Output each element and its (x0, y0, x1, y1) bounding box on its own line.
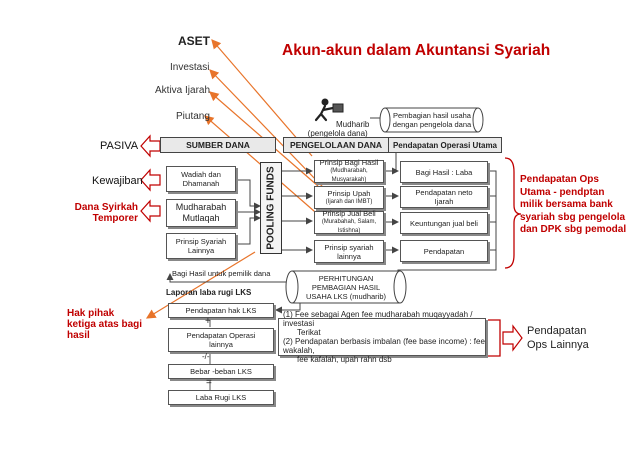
header-pengelolaan-dana: PENGELOLAAN DANA (283, 137, 389, 153)
pooling-funds: POOLING FUNDS (260, 162, 282, 254)
source-prinsip-line1: Prinsip Syariah (175, 237, 227, 246)
pengelolaan-syariah-lainnya: Prinsip syariah lainnya (314, 240, 384, 263)
hollow-arrow-icon (140, 134, 161, 158)
source-prinsip-syariah: Prinsip Syariah Lainnya (166, 233, 236, 259)
ops-lainnya-list: (1) Fee sebagai Agen fee mudharabah muqa… (278, 310, 486, 364)
laporan-ops-line2: lainnya (209, 340, 233, 349)
note-pendapatan-ops-utama: Pendapatan Ops Utama - pendptan milik be… (520, 174, 627, 235)
source-wadiah-line1: Wadiah dan (181, 170, 221, 179)
pendapatan-bagi-hasil-laba: Bagi Hasil : Laba (400, 161, 488, 183)
source-mudharabah-line1: Mudharabah (175, 202, 227, 212)
pendapatan-neto-ijarah: Pendapatan neto Ijarah (400, 186, 488, 208)
arrow-hak-pihak-ketiga (145, 251, 256, 319)
mudharib-line1: Mudharib (336, 120, 370, 129)
pengelolaan-upah: Prinsip Upah (Ijarah dan IMBT) (314, 186, 384, 209)
pembagian-hasil-cylinder (379, 107, 484, 133)
upah-line2: (Ijarah dan IMBT) (325, 198, 373, 205)
mudharib-label: Mudharib (pengelola dana) (306, 120, 370, 138)
neto-ijarah-line2: Ijarah (434, 197, 454, 206)
bracket-ops (488, 319, 501, 357)
laporan-minus: -/- (202, 352, 210, 361)
perhitungan-line1: PERHITUNGAN (318, 274, 374, 283)
source-mudharabah: Mudharabah Mutlaqah (166, 199, 236, 227)
ops-lainnya-line2: Ops Lainnya (527, 339, 589, 351)
laporan-plus: + (205, 316, 211, 327)
neto-ijarah-line1: Pendapatan neto (415, 188, 473, 197)
pendapatan-keuntungan: Keuntungan jual beli (400, 212, 488, 234)
syariah-lainnya-line2: lainnya (337, 251, 361, 261)
ops-item2-line1: (2) Pendapatan berbasis imbalan (fee bas… (283, 337, 485, 355)
label-aktiva-ijarah: Aktiva Ijarah (155, 85, 211, 96)
pendapatan-ops-lainnya: Pendapatan Ops Lainnya (527, 324, 589, 352)
pembagian-line1: Pembagian hasil usaha (393, 111, 471, 120)
pendapatan-pendapatan: Pendapatan (400, 240, 488, 262)
source-wadiah: Wadiah dan Dhamanah (166, 166, 236, 192)
page-title: Akun-akun dalam Akuntansi Syariah (282, 42, 551, 59)
pengelolaan-jual-beli: Prinsip Jual Beli (Murabahah, Salam, Ist… (314, 209, 384, 234)
jual-beli-line2: (Murabahah, Salam, Istishna) (321, 219, 377, 234)
syariah-lainnya-line1: Prinsip syariah (324, 242, 374, 252)
perhitungan-line3: USAHA LKS (mudharib) (305, 292, 387, 301)
arrow-aset (211, 39, 313, 157)
pembagian-line2: dengan pengelola dana (392, 120, 472, 129)
pembagian-hasil-text: Pembagian hasil usaha dengan pengelola d… (386, 111, 478, 129)
bagi-hasil-line1: Prinsip Bagi Hasil (319, 158, 379, 167)
hollow-arrow-icon (140, 168, 161, 192)
pooling-funds-label: POOLING FUNDS (265, 166, 277, 250)
label-dana-syirkah: Dana Syirkah Temporer (74, 202, 138, 224)
ops-item1-line1: (1) Fee sebagai Agen fee mudharabah muqa… (283, 310, 473, 328)
laporan-ops-lainnya: Pendapatan Operasi lainnya (168, 328, 274, 352)
bagi-hasil-line2: (Mudharabah, Musyarakah) (330, 168, 368, 183)
jual-beli-line1: Prinsip Jual Beli (322, 209, 376, 218)
label-aset: ASET (178, 34, 211, 48)
person-with-box-icon (314, 98, 344, 122)
ops-item2-line2: fee kafalah, upah rahn dsb (297, 355, 392, 364)
label-piutang: Piutang (176, 111, 210, 122)
header-pendapatan-operasi-utama: Pendapatan Operasi Utama (388, 137, 502, 153)
hollow-arrow-icon (140, 199, 161, 223)
laporan-hak-lks: Pendapatan hak LKS (168, 303, 274, 318)
label-hak-pihak-ketiga: Hak pihak ketiga atas bagi hasil (67, 308, 143, 341)
ops-lainnya-line1: Pendapatan (527, 325, 587, 337)
laporan-beban: Bebar -beban LKS (168, 364, 274, 379)
source-prinsip-line2: Lainnya (187, 246, 215, 255)
label-investasi: Investasi (170, 62, 210, 73)
perhitungan-cylinder (285, 270, 407, 304)
laporan-ops-line1: Pendapatan Operasi (186, 331, 256, 340)
laporan-title: Laporan laba rugi LKS (166, 288, 252, 297)
ops-item1-line2: Terikat (297, 328, 321, 337)
label-pasiva: PASIVA (100, 140, 139, 152)
perhitungan-line2: PEMBAGIAN HASIL (311, 283, 381, 292)
label-kewajiban: Kewajiban (92, 175, 143, 187)
pengelolaan-bagi-hasil: Prinsip Bagi Hasil (Mudharabah, Musyarak… (314, 158, 384, 183)
label-bagi-hasil-pemilik: Bagi Hasil untuk pemilik dana (172, 269, 271, 278)
mudharib-line2: (pengelola dana) (307, 129, 368, 138)
header-sumber-dana: SUMBER DANA (160, 137, 276, 153)
laporan-equals: = (206, 377, 212, 388)
source-mudharabah-line2: Mutlaqah (182, 213, 220, 223)
upah-line1: Prinsip Upah (327, 188, 371, 198)
source-wadiah-line2: Dhamanah (182, 179, 220, 188)
brace-right (504, 157, 522, 269)
perhitungan-text: PERHITUNGAN PEMBAGIAN HASIL USAHA LKS (m… (294, 274, 398, 301)
hollow-arrow-right-icon (502, 324, 523, 352)
laporan-laba-rugi: Laba Rugi LKS (168, 390, 274, 405)
